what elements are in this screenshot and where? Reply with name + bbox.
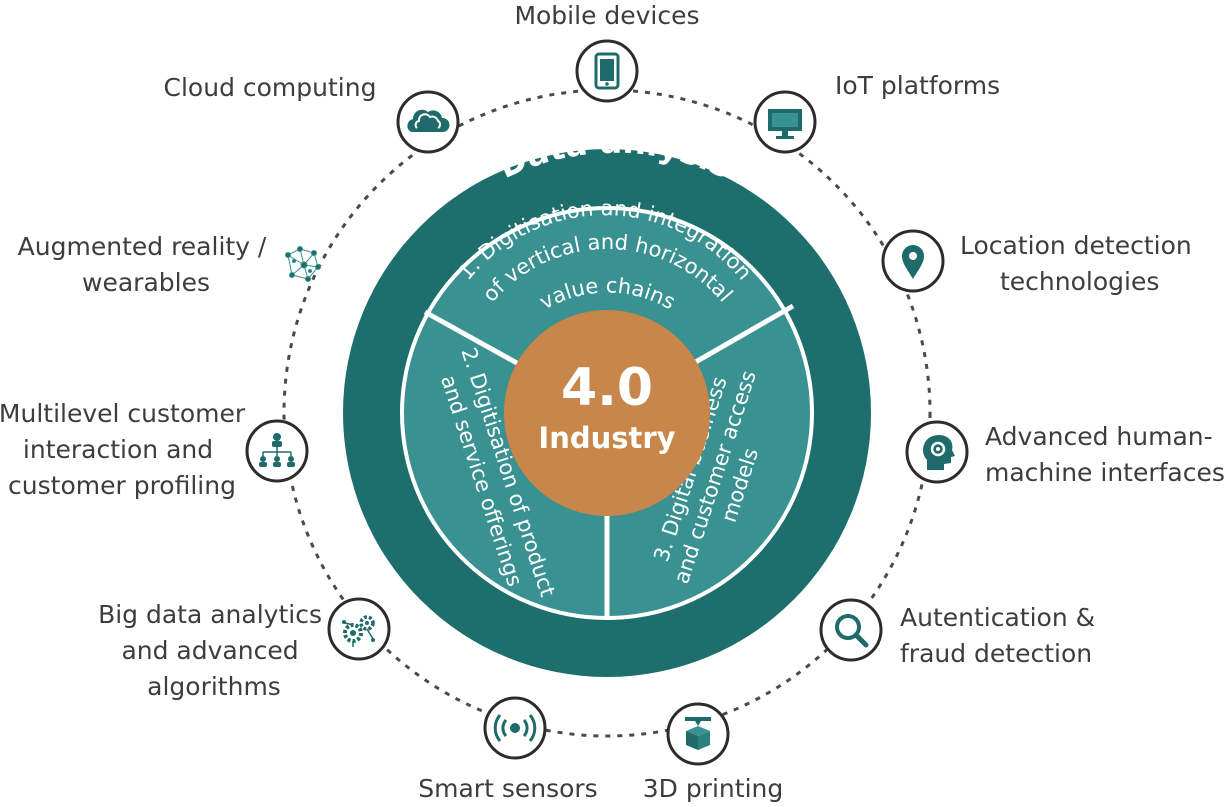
center-badge: 4.0 Industry [504, 310, 710, 516]
node-big-data-analytics [327, 597, 391, 661]
node-human-machine-interfaces [905, 420, 969, 484]
org-chart-icon [259, 433, 295, 467]
node-augmented-reality [285, 246, 321, 282]
cloud-icon [407, 109, 450, 132]
monitor-icon [768, 109, 802, 139]
label-augmented-reality: Augmented reality / wearables [18, 232, 275, 297]
center-small-text: Industry [538, 421, 675, 455]
head-gear-icon [923, 435, 955, 470]
node-3d-printing [666, 702, 730, 766]
label-smart-sensors: Smart sensors [418, 774, 597, 803]
label-cloud-computing: Cloud computing [164, 73, 377, 102]
node-smart-sensors [483, 696, 547, 760]
label-3d-printing: 3D printing [643, 774, 784, 803]
node-mobile-devices [575, 39, 639, 103]
orbit-ring [282, 88, 932, 738]
label-iot-platforms: IoT platforms [835, 71, 1000, 100]
node-iot-platforms [753, 90, 817, 154]
segment-border [400, 206, 814, 620]
node-cloud-computing [396, 90, 460, 154]
label-human-machine-interfaces: Advanced human- machine interfaces [985, 422, 1225, 487]
label-multilevel-customer: Multilevel customer interaction and cust… [0, 399, 253, 500]
mobile-device-icon [594, 52, 620, 90]
location-pin-icon [902, 245, 924, 279]
magnifier-icon [835, 614, 869, 648]
label-location-detection: Location detection technologies [960, 231, 1200, 296]
node-location-detection [881, 229, 945, 293]
network-nodes-icon [285, 246, 321, 282]
node-multilevel-customer [245, 419, 309, 483]
3d-printer-icon [685, 717, 711, 750]
label-big-data-analytics: Big data analytics and advanced algorith… [98, 600, 330, 701]
gears-network-icon [342, 615, 375, 647]
label-authentication: Autentication & fraud detection [900, 603, 1103, 668]
center-big-text: 4.0 [561, 358, 653, 418]
node-authentication [819, 598, 883, 662]
sensor-waves-icon [493, 714, 537, 742]
label-mobile-devices: Mobile devices [514, 1, 699, 30]
